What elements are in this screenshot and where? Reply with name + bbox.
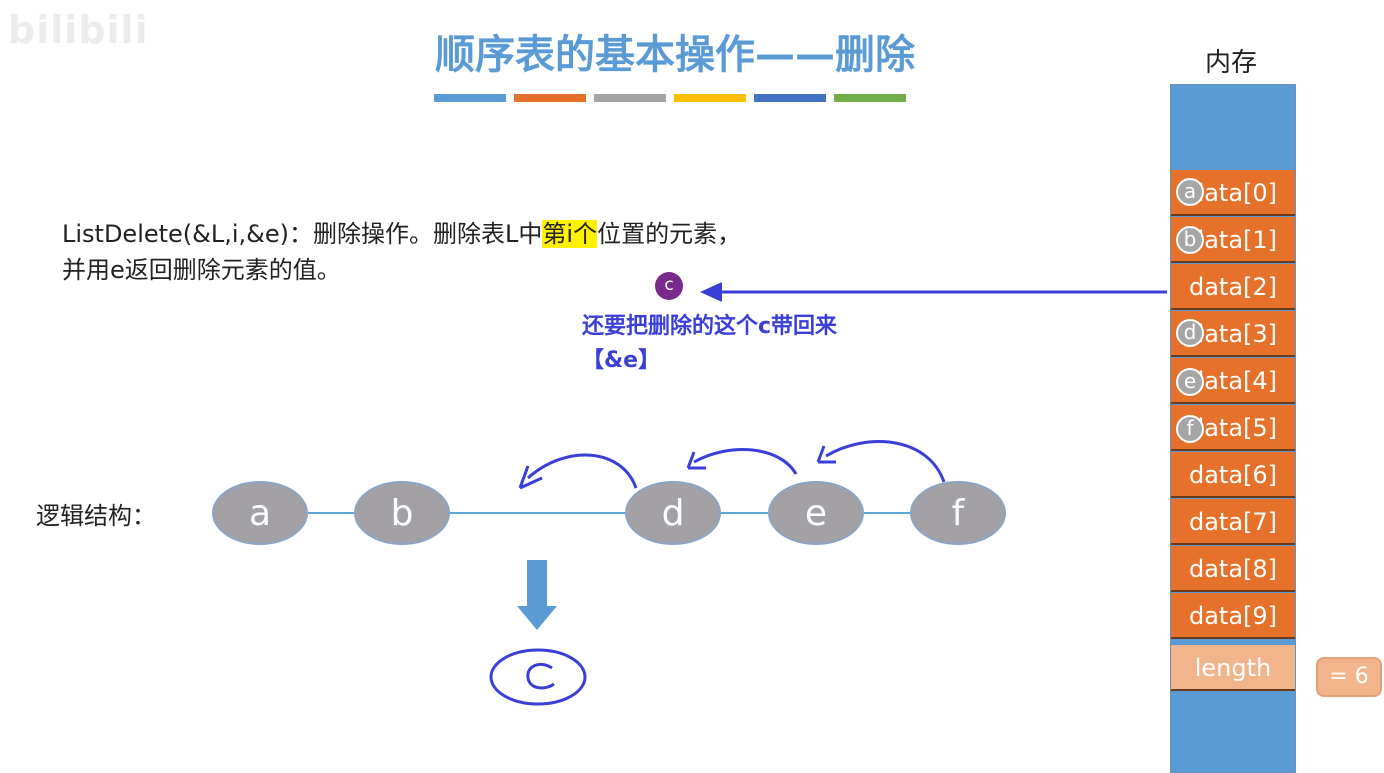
handwritten-note: 还要把删除的这个c带回来 【&e】 (582, 310, 837, 378)
shift-arrow-e (693, 448, 798, 475)
title-bar-2 (514, 94, 586, 102)
memory-value-e: e (1176, 368, 1204, 396)
shift-arrow-d-head (518, 465, 543, 490)
highlighted-text: 第i个 (542, 220, 598, 248)
description-line-2: 并用e返回删除元素的值。 (62, 256, 341, 284)
title-bar-1 (434, 94, 506, 102)
memory-label: 内存 (1205, 48, 1258, 78)
memory-cell-7: data[7] (1171, 499, 1295, 545)
memory-cell-9: data[9] (1171, 593, 1295, 639)
title-bar-3 (594, 94, 666, 102)
memory-cell-6: data[6] (1171, 452, 1295, 498)
down-arrow-head (517, 606, 557, 630)
node-d: d (625, 481, 721, 545)
description-text-tail: 位置的元素， (597, 220, 742, 248)
memory-cell-2: data[2] (1171, 264, 1295, 310)
shift-arrow-e-head (686, 451, 706, 470)
logic-structure-label: 逻辑结构： (36, 502, 156, 530)
removed-c-letter (526, 662, 555, 690)
memory-cell-8: data[8] (1171, 546, 1295, 592)
page-title: 顺序表的基本操作——删除 (435, 32, 915, 78)
title-bar-5 (754, 94, 826, 102)
node-e: e (768, 481, 864, 545)
shift-arrow-d (527, 453, 638, 489)
down-arrow-shaft (527, 560, 547, 606)
length-cell: length (1171, 645, 1295, 691)
memory-cell-1: data[1] (1171, 217, 1295, 263)
shift-arrow-f-head (816, 445, 836, 464)
operation-description: ListDelete(&L,i,&e)：删除操作。删除表L中第i个位置的元素， … (62, 216, 741, 288)
node-a: a (212, 481, 308, 545)
memory-value-f: f (1176, 415, 1204, 443)
memory-value-b: b (1176, 226, 1204, 254)
node-b: b (354, 481, 450, 545)
bilibili-watermark: bilibili (8, 8, 149, 52)
title-bar-4 (674, 94, 746, 102)
length-value-badge: = 6 (1316, 657, 1382, 697)
memory-value-a: a (1176, 178, 1204, 206)
note-line-1: 还要把删除的这个c带回来 (582, 314, 838, 339)
title-color-bars (434, 94, 906, 102)
returned-element-c: c (655, 272, 683, 300)
title-bar-6 (834, 94, 906, 102)
return-arrow-head (700, 282, 722, 302)
note-line-2: 【&e】 (582, 348, 661, 373)
removed-c-circle (489, 648, 587, 706)
memory-value-d: d (1176, 319, 1204, 347)
shift-arrow-f (825, 440, 946, 483)
node-f: f (910, 481, 1006, 545)
description-line-1: ListDelete(&L,i,&e)：删除操作。删除表L中第i个位置的元素， (62, 216, 741, 252)
description-text: ListDelete(&L,i,&e)：删除操作。删除表L中 (62, 220, 543, 248)
